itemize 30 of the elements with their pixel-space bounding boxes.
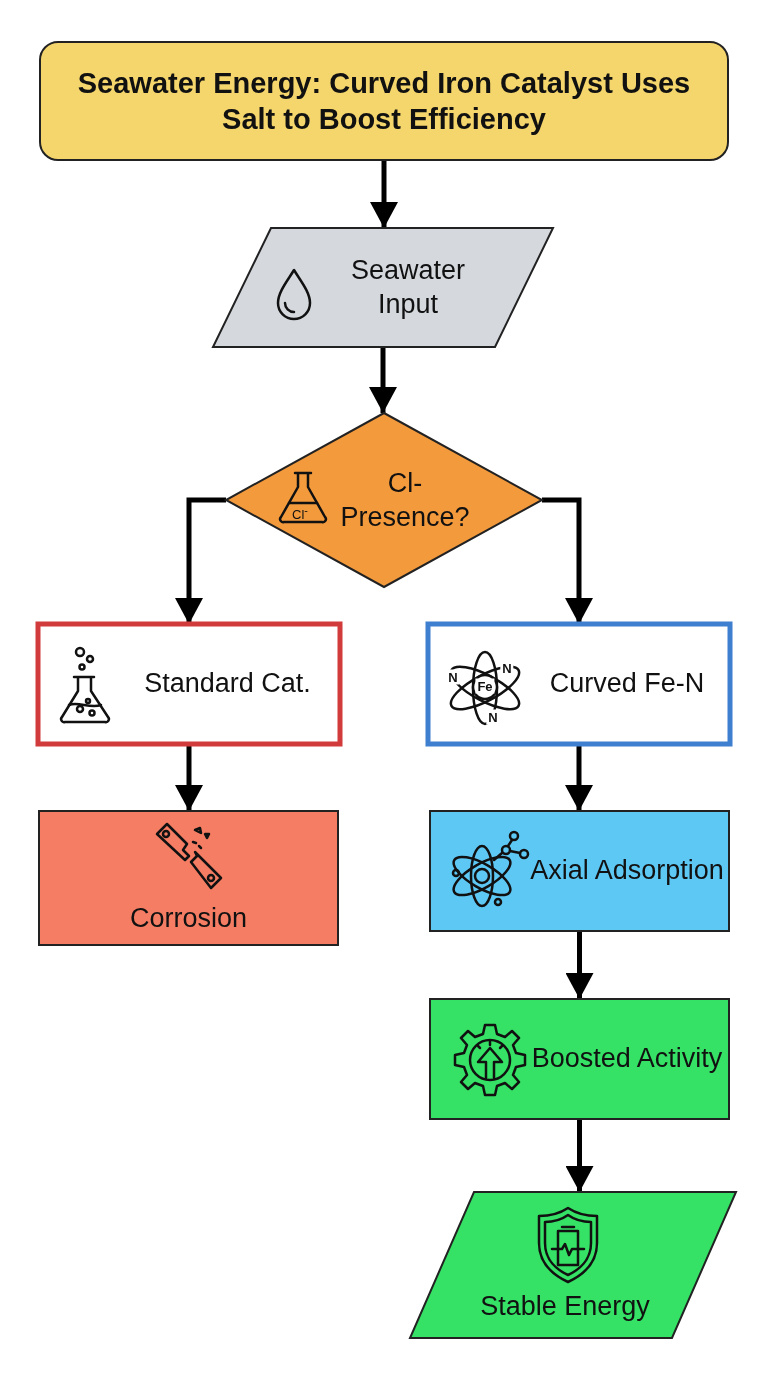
process-box <box>39 811 338 945</box>
arrow <box>369 347 397 413</box>
node-label: Seawater Input <box>349 253 467 321</box>
input-parallelogram <box>213 228 553 347</box>
arrow <box>175 497 226 624</box>
decision-diamond <box>226 413 542 587</box>
arrow <box>370 160 398 228</box>
element-symbol: N <box>486 709 500 725</box>
process-box <box>430 999 729 1119</box>
node-label: Stable Energy <box>480 1290 650 1324</box>
arrow <box>175 744 203 811</box>
output-parallelogram <box>410 1192 736 1338</box>
arrow <box>565 1119 594 1192</box>
title-box <box>40 42 728 160</box>
process-box <box>430 811 729 931</box>
process-box <box>428 624 730 744</box>
node-label: Boosted Activity <box>531 1042 723 1076</box>
element-symbol: Cl$^{-}$ <box>292 504 308 522</box>
node-label: Corrosion <box>129 902 247 936</box>
title-text: Seawater Energy: Curved Iron Catalyst Uses Salt to Boost Efficiency <box>76 65 692 137</box>
node-label: Cl- Presence? <box>339 466 471 534</box>
node-label: Curved Fe-N <box>549 667 705 701</box>
arrow <box>542 497 593 624</box>
arrow <box>565 744 593 811</box>
arrow <box>565 931 594 999</box>
element-symbol: Fe <box>475 678 495 694</box>
element-symbol: N <box>446 669 460 685</box>
process-box <box>38 624 340 744</box>
node-label: Standard Cat. <box>144 667 311 701</box>
node-label: Axial Adsorption <box>530 854 724 888</box>
